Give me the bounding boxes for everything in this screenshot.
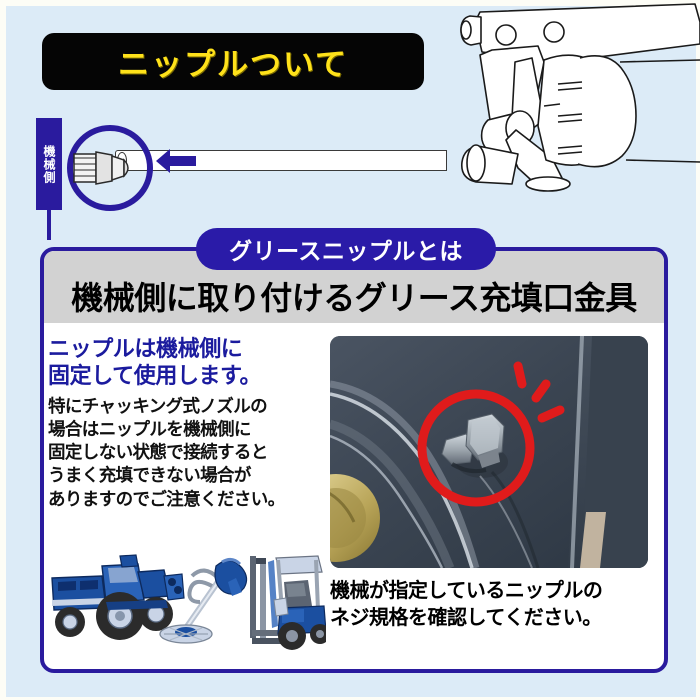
brush-cutter-illustration xyxy=(159,557,248,644)
nipple-callout-group: 機械側 xyxy=(36,118,266,240)
machine-illustrations xyxy=(51,554,326,650)
body-line: 特にチャッキング式ノズルの xyxy=(48,395,268,416)
body-line: 固定しない状態で接続すると xyxy=(48,442,268,463)
body-line: ありますのでご注意ください。 xyxy=(48,488,285,509)
page-title-bar: ニップルついて xyxy=(42,33,424,90)
caption-line: 機械が指定しているニップルの xyxy=(330,580,603,602)
grease-gun-head-line-art xyxy=(460,3,700,192)
sub-heading: ニップルは機械側に 固定して使用します。 xyxy=(48,335,323,390)
panel-headline: 機械側に取り付けるグリース充填口金具 xyxy=(71,280,637,316)
sub-heading-line: 固定して使用します。 xyxy=(48,363,262,389)
sub-heading-line: ニップルは機械側に xyxy=(48,336,243,361)
left-arrow-icon xyxy=(156,149,196,173)
body-paragraph: 特にチャッキング式ノズルの 場合はニップルを機械側に 固定しない状態で接続すると… xyxy=(48,395,323,511)
forklift-illustration xyxy=(250,555,326,650)
photo-caption: 機械が指定しているニップルの ネジ規格を確認してください。 xyxy=(330,578,650,632)
panel-body-left: ニップルは機械側に 固定して使用します。 特にチャッキング式ノズルの 場合はニッ… xyxy=(48,335,323,511)
grease-nipple-on-machine-photo xyxy=(330,336,648,568)
body-line: 場合はニップルを機械側に xyxy=(48,418,251,439)
grease-nipple-icon xyxy=(67,125,153,211)
badge-connector-stem xyxy=(47,208,51,240)
body-line: うまく充填できない場合が xyxy=(48,465,251,486)
machine-side-label: 機械側 xyxy=(42,144,56,184)
section-pill: グリースニップルとは xyxy=(196,228,496,270)
tractor-illustration xyxy=(51,554,185,640)
caption-line: ネジ規格を確認してください。 xyxy=(330,607,602,630)
red-circle-highlight xyxy=(417,389,535,507)
page-title: ニップルついて xyxy=(117,47,349,82)
section-pill-label: グリースニップルとは xyxy=(229,238,463,264)
machine-side-badge: 機械側 xyxy=(36,118,62,210)
